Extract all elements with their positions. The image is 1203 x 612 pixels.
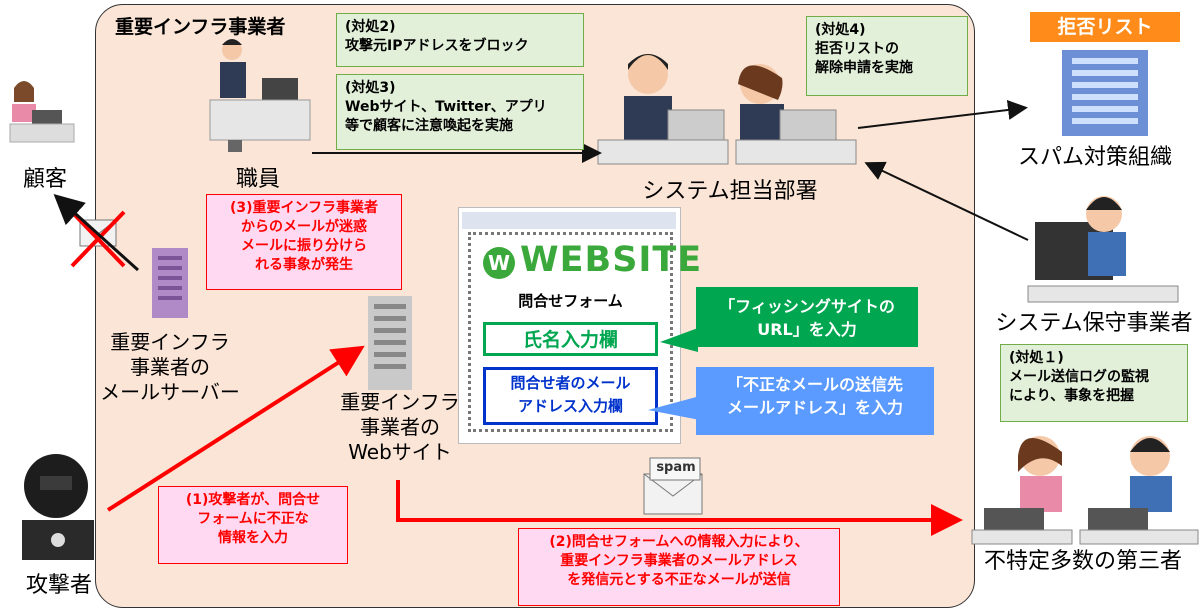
attacker-label: 攻撃者	[25, 573, 92, 598]
reject-list-tag: 拒否リスト	[1030, 12, 1180, 42]
staff-icon	[209, 39, 311, 152]
countermeasure-3: (対処3) Webサイト、Twitter、アプリ 等で顧客に注意喚起を実施	[336, 74, 584, 150]
maintainer-label: システム保守事業者	[995, 311, 1193, 336]
spam-org-label: スパム対策組織	[1017, 145, 1172, 170]
countermeasure-4: (対処4) 拒否リストの 解除申請を実施	[806, 16, 968, 96]
event-3: (3)重要インフラ事業者 からのメールが迷惑 メールに振り分けら れる事象が発生	[206, 194, 402, 290]
website-owner-label: 重要インフラ 事業者の Webサイト	[340, 390, 460, 464]
event-2: (2)問合せフォームへの情報入力により、 重要インフラ事業者のメールアドレス を…	[518, 528, 840, 606]
inquiry-form-title: 問合せフォーム	[518, 292, 623, 310]
countermeasure-1: (対処１) メール送信ログの監視 により、事象を把握	[1000, 344, 1188, 422]
phishing-url-callout: 「フィッシングサイトの URL」を入力	[696, 287, 918, 347]
mail-server-icon	[152, 248, 188, 318]
third-parties-icon	[971, 436, 1199, 545]
spam-org-building-icon	[1062, 50, 1148, 136]
customer-label: 顧客	[22, 167, 67, 192]
mail-server-label: 重要インフラ 事業者の メールサーバー	[100, 330, 240, 404]
event-1: (1)攻撃者が、問合せ フォームに不正な 情報を入力	[158, 486, 348, 564]
system-dept-label: システム担当部署	[642, 179, 818, 204]
spam-label: spam	[656, 460, 696, 475]
system-dept-staff-icon	[597, 54, 857, 165]
customer-icon	[9, 81, 75, 143]
maintainer-icon	[1027, 196, 1179, 303]
bad-email-callout: 「不正なメールの送信先 メールアドレス」を入力	[696, 367, 934, 435]
website-logo-text: WEBSITE	[520, 240, 703, 280]
countermeasure-2: (対処2) 攻撃元IPアドレスをブロック	[336, 13, 584, 67]
attacker-icon	[22, 454, 94, 560]
email-input-field: 問合せ者のメール アドレス入力欄	[483, 367, 658, 425]
spam-envelope-icon	[643, 457, 703, 515]
web-server-icon	[368, 296, 412, 390]
arrow-web-to-third-parties	[396, 480, 963, 536]
arrow-system-to-spamorg	[857, 99, 1028, 129]
browser-toolbar	[462, 212, 676, 229]
staff-label: 職員	[235, 167, 280, 192]
third-parties-label: 不特定多数の第三者	[983, 549, 1182, 574]
arrow-attacker-to-web	[106, 345, 365, 512]
name-input-field: 氏名入力欄	[483, 322, 658, 356]
arrow-maintainer-to-system	[864, 161, 1029, 241]
arrow-mail-to-customer	[53, 193, 140, 272]
region-title: 重要インフラ事業者	[115, 16, 286, 38]
website-logo-icon: W	[483, 247, 515, 279]
